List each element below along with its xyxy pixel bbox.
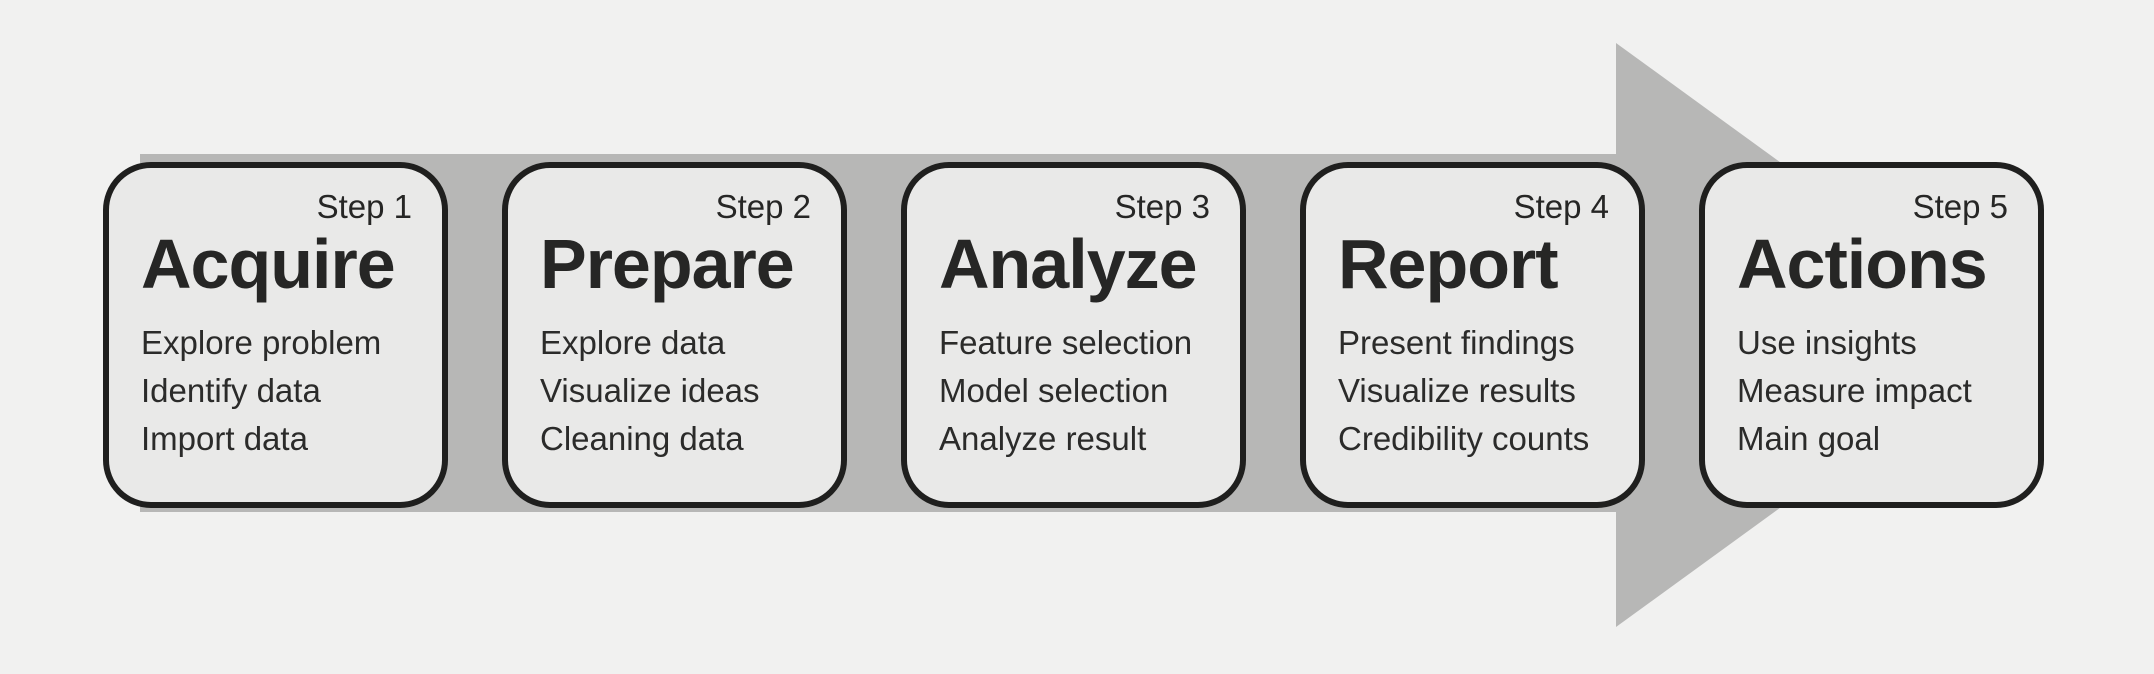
step-label: Step 2 [715,188,811,225]
step-box-acquire: Step 1 Acquire Explore problem Identify … [103,162,448,508]
step-item: Measure impact [1737,371,1972,409]
step-item: Explore data [540,323,726,361]
step-item: Import data [141,419,308,457]
step-label: Step 4 [1513,188,1609,225]
step-item-list: Feature selection Model selection Analyz… [939,319,1210,463]
step-label: Step 1 [316,188,412,225]
step-item: Visualize results [1338,371,1576,409]
step-item: Cleaning data [540,419,744,457]
step-item: Credibility counts [1338,419,1590,457]
step-title: Analyze [939,225,1198,304]
step-item-list: Explore problem Identify data Import dat… [141,319,412,463]
step-item-list: Present findings Visualize results Credi… [1338,319,1609,463]
step-item: Main goal [1737,419,1881,457]
step-label: Step 3 [1114,188,1210,225]
step-item-list: Explore data Visualize ideas Cleaning da… [540,319,811,463]
step-item: Identify data [141,371,321,409]
step-item-list: Use insights Measure impact Main goal [1737,319,2008,463]
step-box-analyze: Step 3 Analyze Feature selection Model s… [901,162,1246,508]
step-item: Analyze result [939,419,1147,457]
step-item: Feature selection [939,323,1193,361]
step-item: Use insights [1737,323,1917,361]
step-item: Explore problem [141,323,382,361]
step-title: Acquire [141,225,396,304]
step-box-prepare: Step 2 Prepare Explore data Visualize id… [502,162,847,508]
step-item: Present findings [1338,323,1575,361]
step-box-actions: Step 5 Actions Use insights Measure impa… [1699,162,2044,508]
step-box-report: Step 4 Report Present findings Visualize… [1300,162,1645,508]
step-label: Step 5 [1912,188,2008,225]
step-title: Report [1338,225,1559,304]
step-title: Prepare [540,225,795,304]
step-item: Visualize ideas [540,371,760,409]
step-item: Model selection [939,371,1169,409]
step-title: Actions [1737,225,1988,304]
